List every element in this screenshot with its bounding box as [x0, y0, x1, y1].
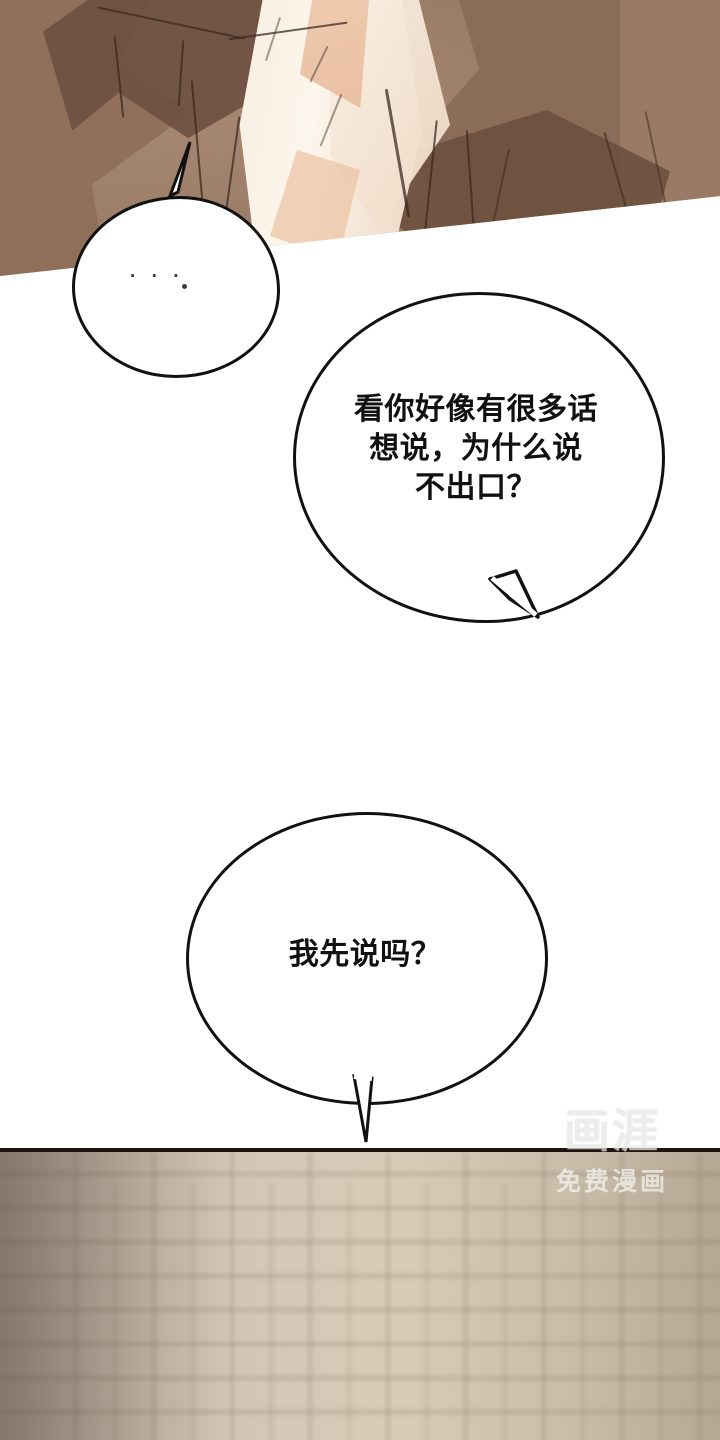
bubble-question-line-2: 想说，为什么说 — [369, 432, 583, 465]
wall-left-shadow — [0, 1152, 230, 1440]
brick-wall-background — [0, 1152, 720, 1440]
bubble-me-first-line-1: 我先说吗？ — [288, 938, 442, 971]
bubble-me-first-text: 我先说吗？ — [200, 935, 530, 974]
bubble-question-line-1: 看你好像有很多话 — [354, 393, 598, 426]
bubble-ellipsis-extra-dot — [182, 284, 187, 289]
brick-pattern-offset — [39, 1184, 720, 1440]
bubble-question-line-3: 不出口？ — [415, 471, 537, 504]
bubble-me-first-tail — [352, 1073, 374, 1143]
bubble-ellipsis-tail — [167, 141, 192, 200]
bubble-question-text: 看你好像有很多话 想说，为什么说 不出口？ — [310, 390, 642, 507]
panel-bottom-artwork — [0, 1148, 720, 1440]
bubble-question-tail — [488, 569, 540, 619]
brick-pattern — [0, 1152, 720, 1440]
coat-far-right-shape — [620, 0, 720, 276]
bubble-ellipsis — [72, 196, 280, 378]
bubble-ellipsis-text: · · · — [130, 266, 185, 287]
bubble-me-first — [186, 812, 548, 1105]
bubble-question — [293, 292, 665, 623]
